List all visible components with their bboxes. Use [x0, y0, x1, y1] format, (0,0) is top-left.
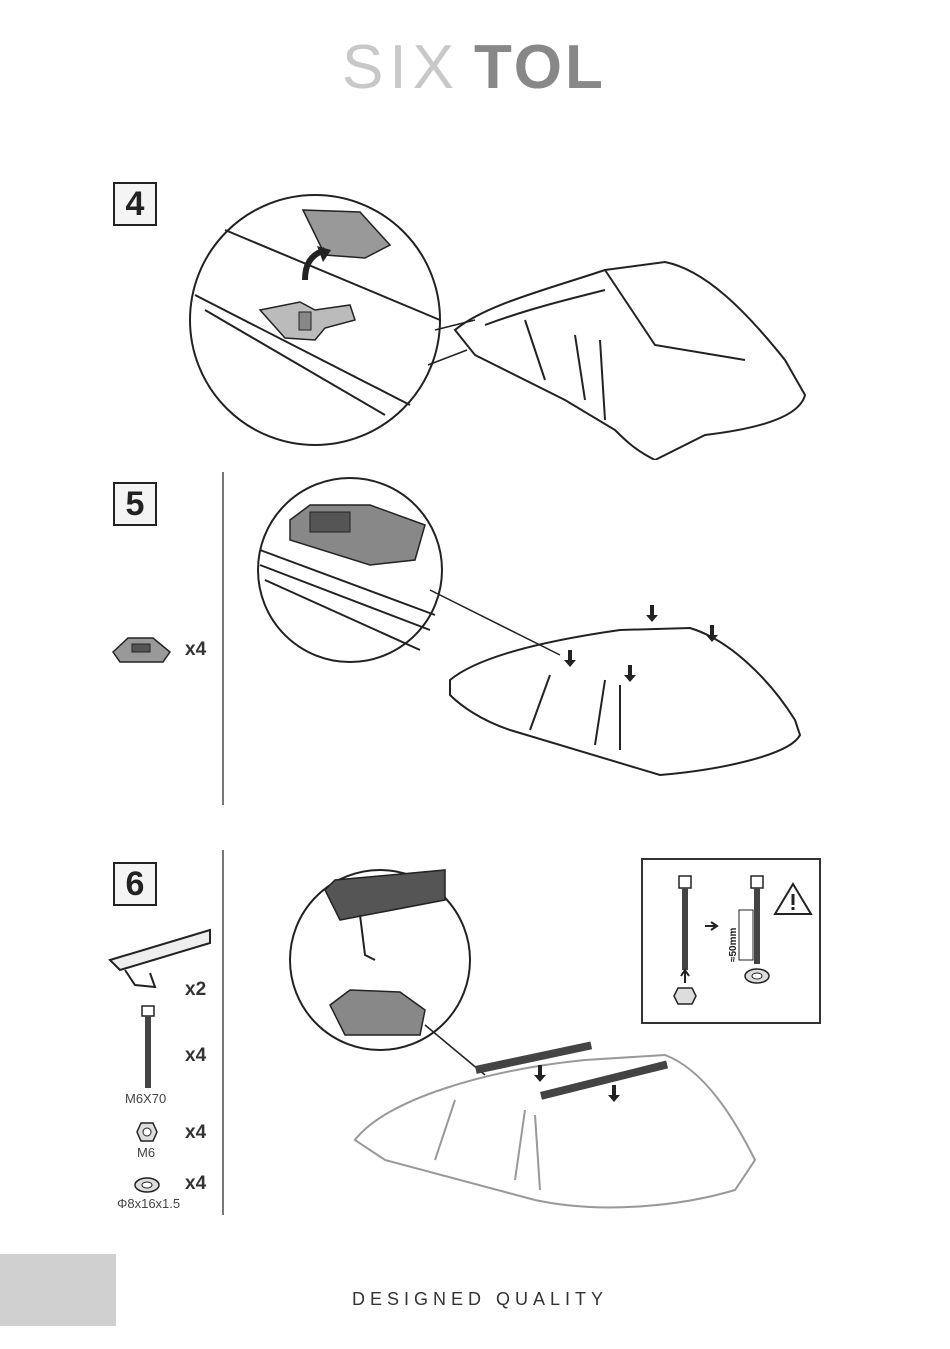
step-6-nut-qty: x4	[185, 1122, 206, 1144]
bolt-label: M6X70	[125, 1091, 166, 1106]
bolt-spacing-diagram: ≈50mm	[643, 860, 819, 1022]
step-6-bar-qty: x2	[185, 979, 206, 1001]
step-4-number: 4	[113, 182, 157, 226]
bolt-icon	[138, 1005, 158, 1090]
washer-label: Φ8x16x1.5	[117, 1196, 180, 1211]
logo-bold-text: TOL	[474, 33, 606, 98]
nut-label: M6	[137, 1145, 155, 1160]
step-5-illustration	[250, 470, 820, 790]
step-6-divider	[222, 850, 224, 1215]
warning-inset: ≈50mm	[641, 858, 821, 1024]
nut-icon	[135, 1120, 159, 1144]
step-6-number: 6	[113, 862, 157, 906]
step-5-number: 5	[113, 482, 157, 526]
brand-logo: SIX TOL	[340, 28, 620, 98]
footer-tagline: DESIGNED QUALITY	[330, 1289, 630, 1310]
logo-light-text: SIX	[342, 33, 460, 98]
step-6-bolt-qty: x4	[185, 1045, 206, 1067]
footer-color-block	[0, 1254, 116, 1326]
spacing-label: ≈50mm	[728, 927, 739, 962]
warning-icon	[775, 884, 811, 914]
step-4-illustration	[185, 170, 825, 460]
step-6-washer-qty: x4	[185, 1173, 206, 1195]
washer-icon	[132, 1175, 162, 1195]
step-5-qty: x4	[185, 639, 206, 661]
step-5-divider	[222, 472, 224, 805]
rubber-pad-icon	[108, 630, 178, 670]
